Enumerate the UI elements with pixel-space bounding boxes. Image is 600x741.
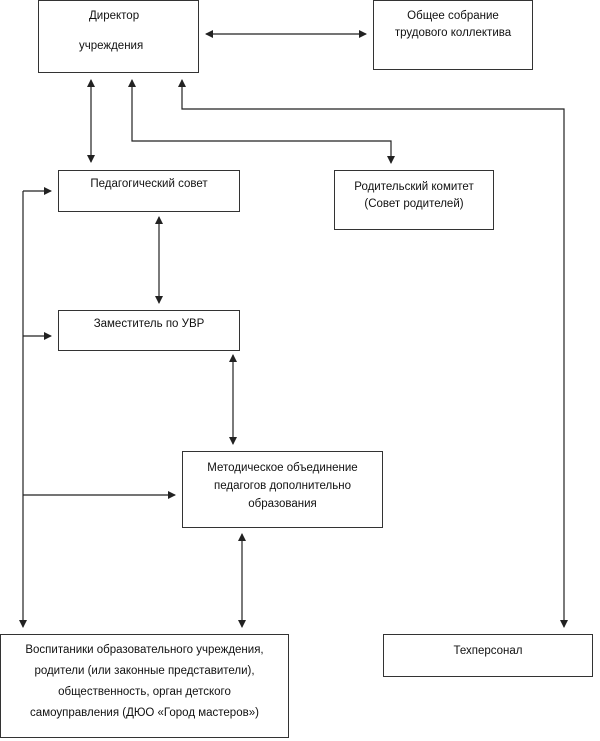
node-tech-staff: Техперсонал <box>383 634 593 677</box>
edge-director-techstaff <box>178 79 568 628</box>
node-methodical-union-line2: педагогов дополнительно <box>213 480 352 492</box>
node-director-line1: Директор <box>89 10 140 22</box>
node-pupils-line2: родители (или законные представители), <box>34 665 255 677</box>
node-pupils-line1: Воспитаники образовательного учреждения, <box>25 644 264 656</box>
node-director-line2: учреждения <box>79 40 144 52</box>
node-general-assembly-line1: Общее собрание <box>407 10 499 22</box>
node-pupils: Воспитаники образовательного учреждения,… <box>0 634 289 738</box>
node-general-assembly: Общее собрание трудового коллектива <box>373 0 533 70</box>
node-pedagogical-council: Педагогический совет <box>58 170 240 212</box>
node-tech-staff-line1: Техперсонал <box>453 645 523 657</box>
node-general-assembly-line2: трудового коллектива <box>394 27 512 39</box>
node-pedagogical-council-line1: Педагогический совет <box>90 178 208 190</box>
node-deputy: Заместитель по УВР <box>58 310 240 351</box>
node-methodical-union: Методическое объединение педагогов допол… <box>182 451 383 528</box>
node-director: Директор учреждения <box>38 0 199 73</box>
edge-director-parents <box>128 79 395 164</box>
node-pupils-line4: самоуправления (ДЮО «Город мастеров») <box>30 707 259 719</box>
node-methodical-union-line1: Методическое объединение <box>207 462 358 474</box>
node-methodical-union-line3: образования <box>248 498 317 510</box>
node-parents-committee-line2: (Совет родителей) <box>364 198 464 210</box>
node-parents-committee-line1: Родительский комитет <box>354 181 474 193</box>
node-deputy-line1: Заместитель по УВР <box>93 318 205 330</box>
node-pupils-line3: общественность, орган детского <box>58 686 231 698</box>
node-parents-committee: Родительский комитет (Совет родителей) <box>334 170 494 230</box>
